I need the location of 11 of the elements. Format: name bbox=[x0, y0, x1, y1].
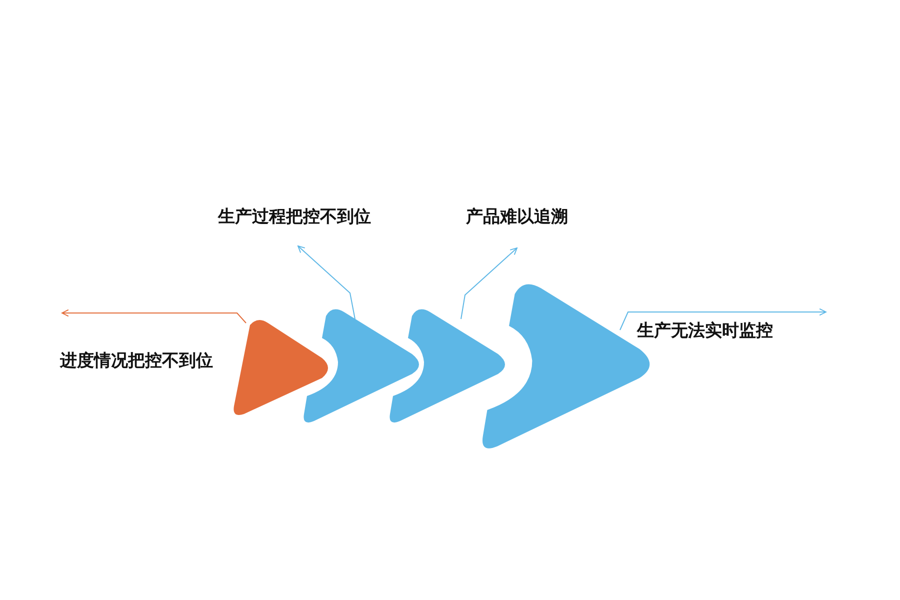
leader-line bbox=[620, 308, 826, 330]
leader-line bbox=[62, 309, 246, 324]
callout-text: 生产过程把控不到位 bbox=[218, 206, 371, 228]
leader-line bbox=[460, 248, 518, 320]
triangle-shape bbox=[234, 320, 328, 415]
chevron-shape bbox=[304, 309, 419, 422]
callout-text: 进度情况把控不到位 bbox=[60, 350, 213, 372]
callout-text: 生产无法实时监控 bbox=[637, 320, 773, 342]
chevron-shape bbox=[390, 309, 505, 422]
leader-line bbox=[298, 246, 356, 320]
callout-text: 产品难以追溯 bbox=[466, 206, 568, 228]
